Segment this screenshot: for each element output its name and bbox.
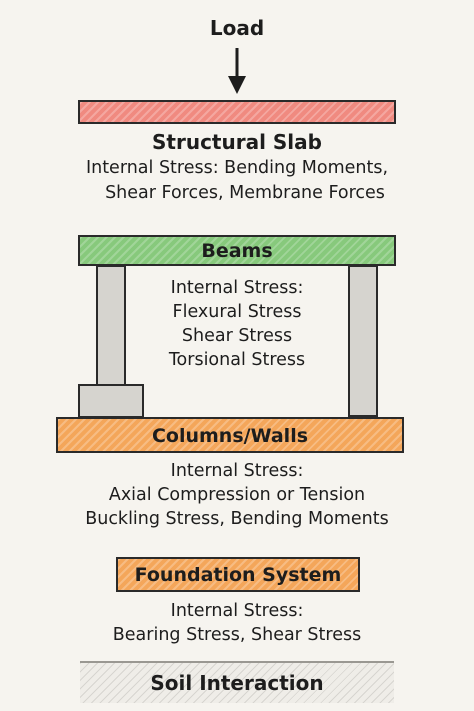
foundation-stress-line-1: Internal Stress:	[170, 601, 304, 621]
foundation-system-bar: Foundation System	[116, 557, 360, 592]
columns-stress-line-3: Buckling Stress, Bending Moments	[85, 509, 389, 529]
foundation-stress-line-2: Bearing Stress, Shear Stress	[112, 625, 362, 645]
slab-stress-line-2: Shear Forces, Membrane Forces	[105, 183, 385, 203]
load-label: Load	[209, 16, 265, 40]
columns-stress-line-2: Axial Compression or Tension	[108, 485, 366, 505]
slab-stress-line-1: Internal Stress: Bending Moments,	[85, 158, 389, 178]
beams-stress-line-4: Torsional Stress	[168, 350, 306, 370]
left-wall-block	[78, 384, 144, 418]
structural-slab-title: Structural Slab	[152, 130, 322, 154]
soil-interaction-label: Soil Interaction	[150, 671, 324, 695]
load-arrow-icon	[228, 48, 246, 94]
beams-stress-line-3: Shear Stress	[181, 326, 293, 346]
beams-label: Beams	[201, 240, 273, 262]
foundation-system-label: Foundation System	[134, 564, 342, 586]
columns-walls-bar: Columns/Walls	[56, 417, 404, 453]
columns-stress-line-1: Internal Stress:	[170, 461, 304, 481]
columns-walls-label: Columns/Walls	[151, 425, 309, 447]
left-column	[96, 265, 126, 387]
soil-interaction-area	[80, 661, 394, 703]
structural-slab-bar	[78, 100, 396, 124]
right-column	[348, 265, 378, 417]
beams-stress-line-2: Flexural Stress	[172, 302, 302, 322]
beams-bar: Beams	[78, 235, 396, 266]
beams-stress-line-1: Internal Stress:	[170, 278, 304, 298]
